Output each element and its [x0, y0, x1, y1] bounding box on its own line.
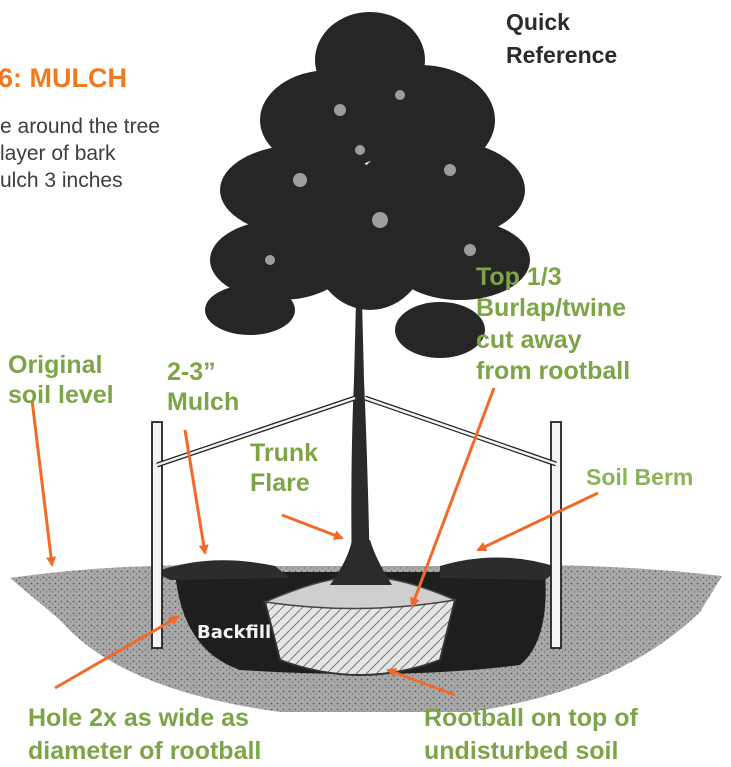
mulch-line-1: 2-3”	[167, 357, 239, 387]
mulch-line-2: Mulch	[167, 387, 239, 417]
rootball-line-1: Rootball on top of	[424, 702, 638, 735]
hole-line-2: diameter of rootball	[28, 735, 261, 767]
top-third-line-4: from rootball	[476, 356, 630, 387]
top-third-line-3: cut away	[476, 325, 630, 356]
original-soil-label: Original soil level	[8, 350, 114, 410]
step-title: 6: MULCH	[0, 62, 127, 94]
arrow-original-soil	[32, 400, 52, 565]
quick-reference-heading: Quick Reference	[506, 6, 617, 73]
soil-berm	[440, 557, 560, 580]
backfill-label: Backfill	[197, 622, 271, 643]
step-instructions: e around the tree layer of bark ulch 3 i…	[0, 114, 160, 195]
quick-reference-line-1: Quick	[506, 6, 617, 39]
step-text-line-3: ulch 3 inches	[0, 168, 160, 195]
mulch-label: 2-3” Mulch	[167, 357, 239, 417]
right-stake	[551, 422, 561, 648]
trunk-flare-line-1: Trunk	[250, 438, 318, 468]
hole-width-label: Hole 2x as wide as diameter of rootball	[28, 702, 261, 767]
rootball-label: Rootball on top of undisturbed soil	[424, 702, 638, 767]
step-text-line-2: layer of bark	[0, 141, 160, 168]
top-third-line-1: Top 1/3	[476, 262, 630, 293]
trunk-flare	[330, 540, 392, 585]
trunk-flare-label: Trunk Flare	[250, 438, 318, 498]
top-third-line-2: Burlap/twine	[476, 293, 630, 324]
original-soil-line-2: soil level	[8, 380, 114, 410]
soil-berm-label: Soil Berm	[586, 464, 693, 492]
mulch-layer	[155, 560, 290, 580]
hole-line-1: Hole 2x as wide as	[28, 702, 261, 735]
original-soil-line-1: Original	[8, 350, 114, 380]
rootball-line-2: undisturbed soil	[424, 735, 638, 767]
top-third-label: Top 1/3 Burlap/twine cut away from rootb…	[476, 262, 630, 387]
arrow-soil-berm	[478, 493, 598, 550]
quick-reference-line-2: Reference	[506, 39, 617, 72]
arrow-trunk-flare	[282, 515, 342, 538]
step-text-line-1: e around the tree	[0, 114, 160, 141]
trunk-flare-line-2: Flare	[250, 468, 318, 498]
trunk	[351, 300, 370, 580]
left-stake	[152, 422, 162, 648]
